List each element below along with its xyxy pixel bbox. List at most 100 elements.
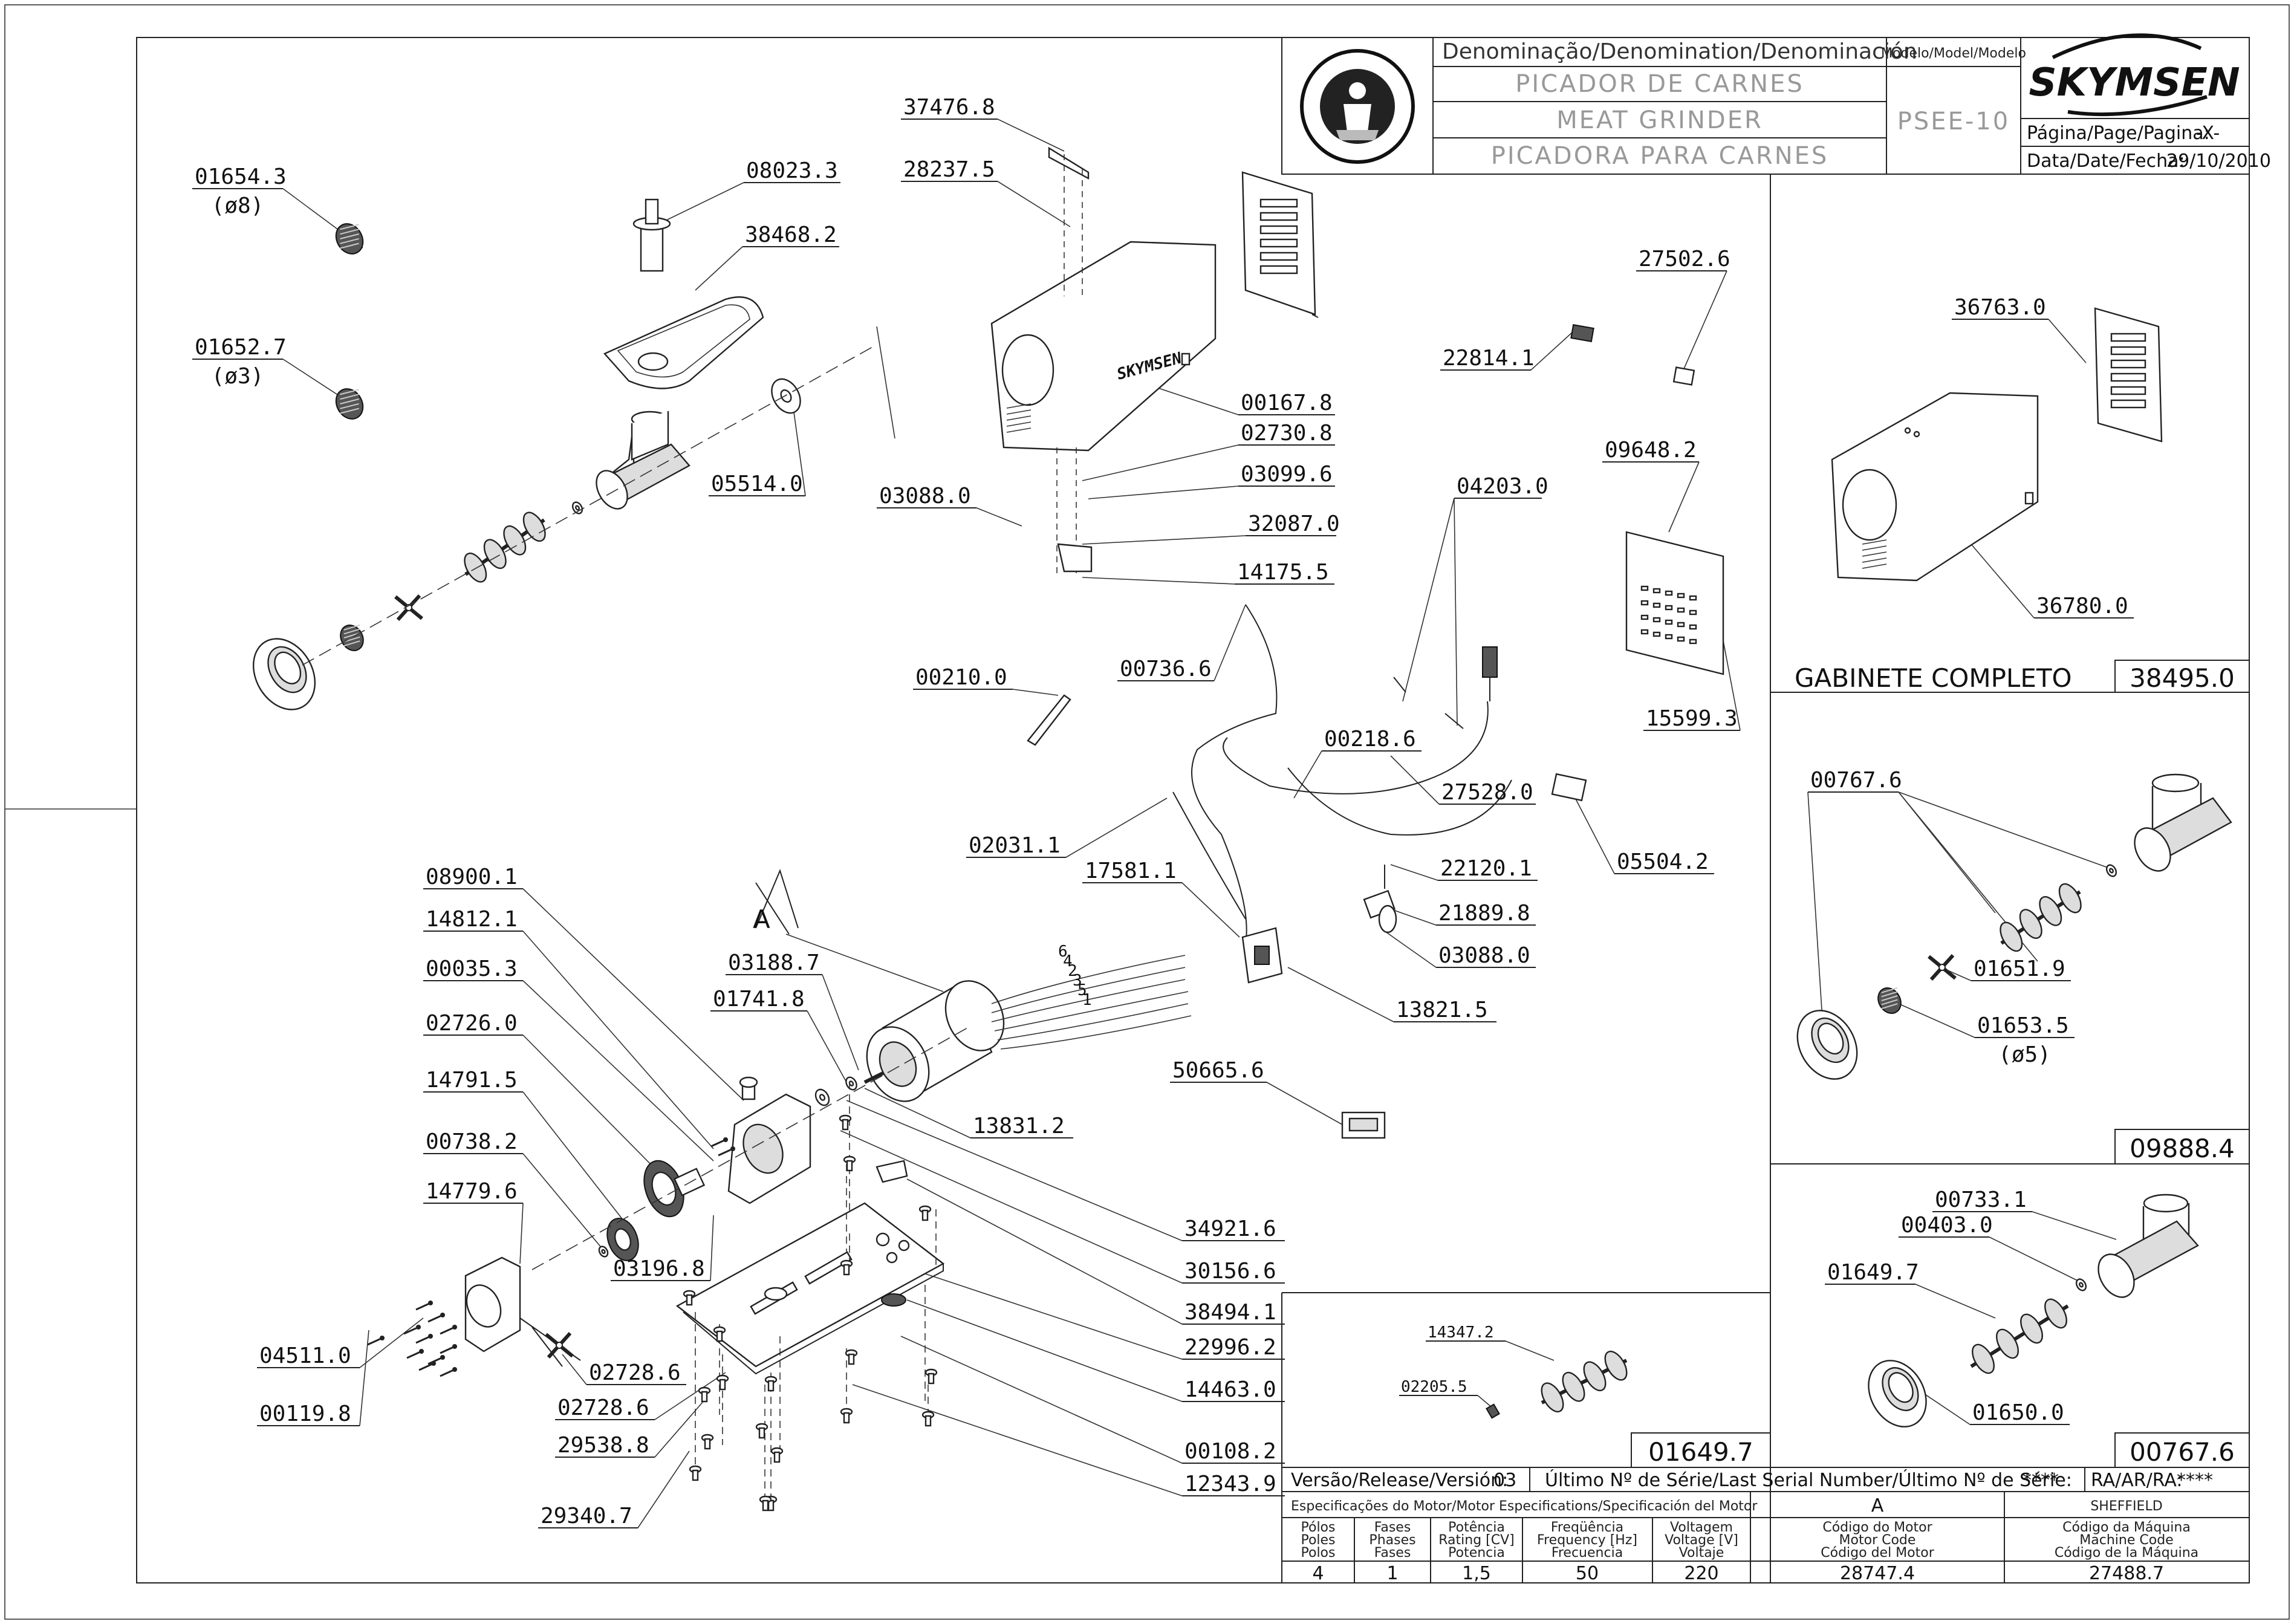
screw-icon bbox=[683, 1290, 696, 1306]
screw-icon bbox=[918, 1205, 932, 1221]
part-number-label: 15599.3 bbox=[1646, 706, 1738, 731]
leader-line bbox=[1154, 386, 1239, 415]
part-number-label: 03099.6 bbox=[1241, 462, 1333, 487]
part-number-label: 27502.6 bbox=[1639, 247, 1730, 271]
leader-line bbox=[807, 1010, 847, 1083]
part-number-label: 01650.0 bbox=[1972, 1400, 2064, 1425]
spec-col-label: Código del Motor bbox=[1821, 1545, 1934, 1561]
kit2-ring-icon bbox=[1868, 1360, 1927, 1427]
leader-line bbox=[522, 888, 744, 1101]
leader-line bbox=[2048, 319, 2087, 363]
gearbox-housing-icon bbox=[727, 1076, 811, 1204]
spec-col-value: 27488.7 bbox=[2089, 1563, 2164, 1584]
cabinet-kit-code: 38495.0 bbox=[2130, 663, 2235, 693]
screw-icon bbox=[770, 1447, 784, 1463]
part-number-label: 00738.2 bbox=[426, 1129, 518, 1154]
part-number-label: 14175.5 bbox=[1237, 560, 1329, 585]
spec-col-label: Pólos bbox=[1301, 1520, 1336, 1535]
spec-col-label: Phases bbox=[1369, 1533, 1415, 1548]
serial-value: **** bbox=[2023, 1470, 2059, 1491]
part-number-label: 02726.0 bbox=[426, 1011, 518, 1036]
spec-col-value: 28747.4 bbox=[1840, 1563, 1915, 1584]
screw-icon bbox=[759, 1495, 772, 1512]
part-number-label: 00218.6 bbox=[1324, 727, 1416, 752]
kit3-screw-icon bbox=[1541, 1350, 1628, 1413]
leader-line bbox=[1214, 604, 1246, 681]
part-number-label: 00733.1 bbox=[1935, 1187, 2027, 1212]
part-number-label: 32087.0 bbox=[1248, 512, 1340, 536]
motor-variant-a: A bbox=[1871, 1495, 1884, 1516]
part-number-label: 01651.9 bbox=[1974, 957, 2065, 981]
part-number-label: 02031.1 bbox=[969, 833, 1061, 858]
small-screw-icon bbox=[415, 1334, 433, 1344]
part-number-label: 00035.3 bbox=[426, 957, 518, 981]
page-label: Página/Page/Pagina: bbox=[2027, 123, 2210, 144]
part-number-label: 38468.2 bbox=[745, 222, 837, 247]
part-number-label: 01649.7 bbox=[1827, 1260, 1919, 1285]
leader-line bbox=[846, 1100, 1183, 1241]
part-number-label: 14779.6 bbox=[426, 1179, 518, 1204]
part-number-label: 29340.7 bbox=[541, 1504, 632, 1528]
part-number-label: 03196.8 bbox=[613, 1256, 705, 1281]
leader-line bbox=[1505, 1340, 1555, 1361]
part-number-label: 22120.1 bbox=[1440, 856, 1532, 881]
screw-icon bbox=[924, 1368, 938, 1385]
spec-col-label: Frecuencia bbox=[1552, 1545, 1623, 1561]
motor-spec-table: Especificações do Motor/Motor Especifica… bbox=[1281, 1491, 2250, 1584]
leader-line bbox=[1915, 1284, 1996, 1319]
screw-icon bbox=[845, 1349, 858, 1365]
small-screw-icon bbox=[427, 1355, 445, 1365]
authorized-service-seal-icon bbox=[1300, 49, 1415, 164]
part-number-label: 13831.2 bbox=[973, 1114, 1065, 1138]
part-number-label: 37476.8 bbox=[903, 95, 995, 120]
part-number-label: 01741.8 bbox=[713, 987, 805, 1012]
part-number-label: 34921.6 bbox=[1184, 1216, 1276, 1241]
small-screw-icon bbox=[440, 1367, 457, 1377]
label-tag-icon bbox=[1551, 324, 1695, 802]
leader-line bbox=[976, 507, 1022, 527]
leader-line bbox=[1012, 689, 1059, 696]
spec-col-label: Freqüência bbox=[1551, 1520, 1623, 1535]
plate-8mm-icon bbox=[335, 223, 364, 255]
small-screw-icon bbox=[718, 1146, 735, 1157]
head-assembly-icon bbox=[2134, 773, 2232, 872]
cutting-plate-icon bbox=[340, 624, 364, 651]
version-label: Versão/Release/Versión: bbox=[1291, 1470, 1508, 1491]
leader-line bbox=[695, 246, 743, 291]
kit-washer-icon bbox=[2105, 864, 2117, 877]
leader-line bbox=[1181, 882, 1240, 938]
cabinet-icon: SKYMSEN bbox=[990, 241, 1217, 452]
leader-line bbox=[1065, 797, 1168, 858]
model-header: Modelo/Model/Modelo bbox=[1881, 46, 2026, 61]
screw-icon bbox=[764, 1376, 778, 1392]
kit-screw-icon bbox=[2000, 883, 2082, 952]
leader-line bbox=[840, 1130, 1183, 1284]
leader-line bbox=[1898, 791, 2117, 871]
part-number-label: 03088.0 bbox=[1438, 943, 1530, 968]
small-screw-icon bbox=[427, 1313, 445, 1323]
small-screw-icon bbox=[403, 1325, 421, 1335]
page-value: -X- bbox=[2196, 123, 2220, 144]
revision-row: Versão/Release/Versión: 03 Último Nº de … bbox=[1281, 1467, 2250, 1492]
rod-icon bbox=[1027, 694, 1071, 746]
part-sub-label: (ø8) bbox=[212, 193, 264, 218]
leader-line bbox=[1571, 791, 1615, 874]
part-number-label: 01653.5 bbox=[1977, 1013, 2069, 1038]
part-number-label: 02205.5 bbox=[1401, 1378, 1467, 1396]
part-number-label: 12343.9 bbox=[1184, 1472, 1276, 1496]
part-number-label: 01654.3 bbox=[195, 164, 287, 189]
small-screw-icon bbox=[440, 1344, 457, 1354]
ring-nut-icon bbox=[252, 638, 316, 710]
name-en: MEAT GRINDER bbox=[1556, 106, 1763, 134]
part-number-label: 14812.1 bbox=[426, 907, 518, 932]
spec-col-value: 1,5 bbox=[1462, 1563, 1491, 1584]
leader-line bbox=[1266, 1082, 1343, 1125]
part-number-label: 29538.8 bbox=[557, 1433, 649, 1458]
leader-line bbox=[1668, 461, 1700, 533]
part-number-label: 08023.3 bbox=[746, 158, 838, 183]
wire-number: 4 bbox=[1063, 952, 1073, 970]
name-es: PICADORA PARA CARNES bbox=[1491, 142, 1829, 170]
part-number-label: 14791.5 bbox=[426, 1068, 518, 1093]
spacer-icon bbox=[814, 1088, 830, 1106]
leader-line bbox=[906, 1178, 1183, 1325]
